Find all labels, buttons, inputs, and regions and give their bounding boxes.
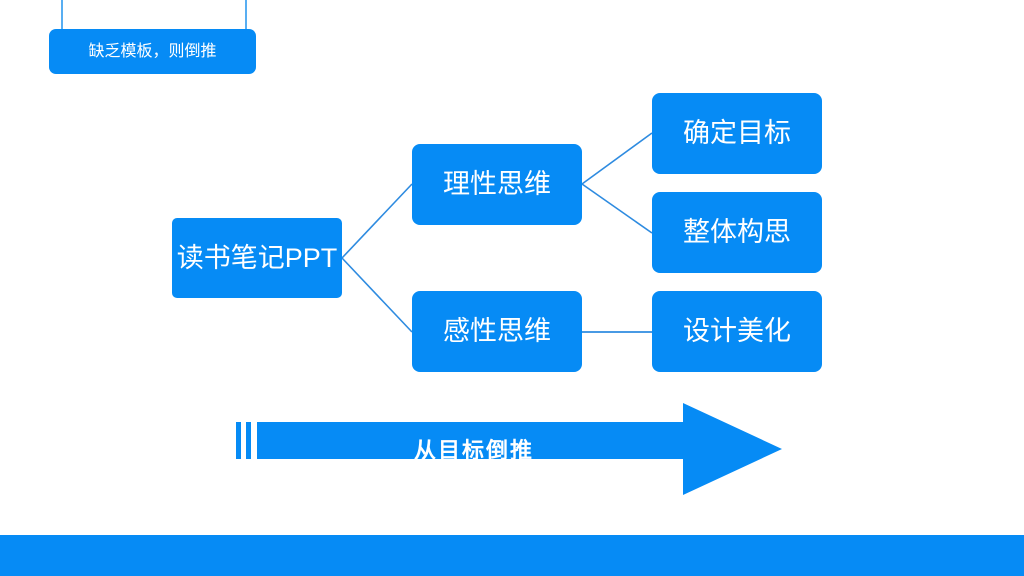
mindmap-node-perceptual-thinking[interactable]: 感性思维	[412, 291, 582, 372]
connector-root-to-perceptual	[341, 257, 413, 333]
mindmap-node-define-goal[interactable]: 确定目标	[652, 93, 822, 174]
arrow-body	[257, 403, 782, 495]
mindmap-node-define-goal-label: 确定目标	[683, 118, 791, 148]
mindmap-node-root-label: 读书笔记PPT	[176, 242, 338, 273]
bottom-accent-band	[0, 535, 1024, 576]
arrow-tail-bar-1	[236, 422, 241, 459]
mindmap-node-overall-structure[interactable]: 整体构思	[652, 192, 822, 273]
process-arrow-label: 从目标倒推	[413, 438, 534, 463]
mindmap-node-design-beautify-label: 设计美化	[683, 316, 791, 346]
callout-badge-label: 缺乏模板，则倒推	[88, 42, 217, 60]
callout-badge[interactable]: 缺乏模板，则倒推	[49, 29, 256, 74]
mindmap-node-rational-thinking-label: 理性思维	[443, 169, 551, 199]
connector-rational-to-structure	[581, 183, 653, 234]
mindmap-node-design-beautify[interactable]: 设计美化	[652, 291, 822, 372]
process-arrow-shape	[236, 403, 782, 495]
process-arrow[interactable]: 从目标倒推	[236, 403, 782, 495]
mindmap-node-overall-structure-label: 整体构思	[683, 217, 791, 247]
mindmap-node-perceptual-thinking-label: 感性思维	[443, 316, 551, 346]
mindmap-node-root[interactable]: 读书笔记PPT	[172, 218, 342, 298]
connector-root-to-rational	[341, 183, 413, 259]
arrow-tail-bar-2	[246, 422, 251, 459]
mindmap-node-rational-thinking[interactable]: 理性思维	[412, 144, 582, 225]
connector-rational-to-goal	[581, 132, 653, 185]
